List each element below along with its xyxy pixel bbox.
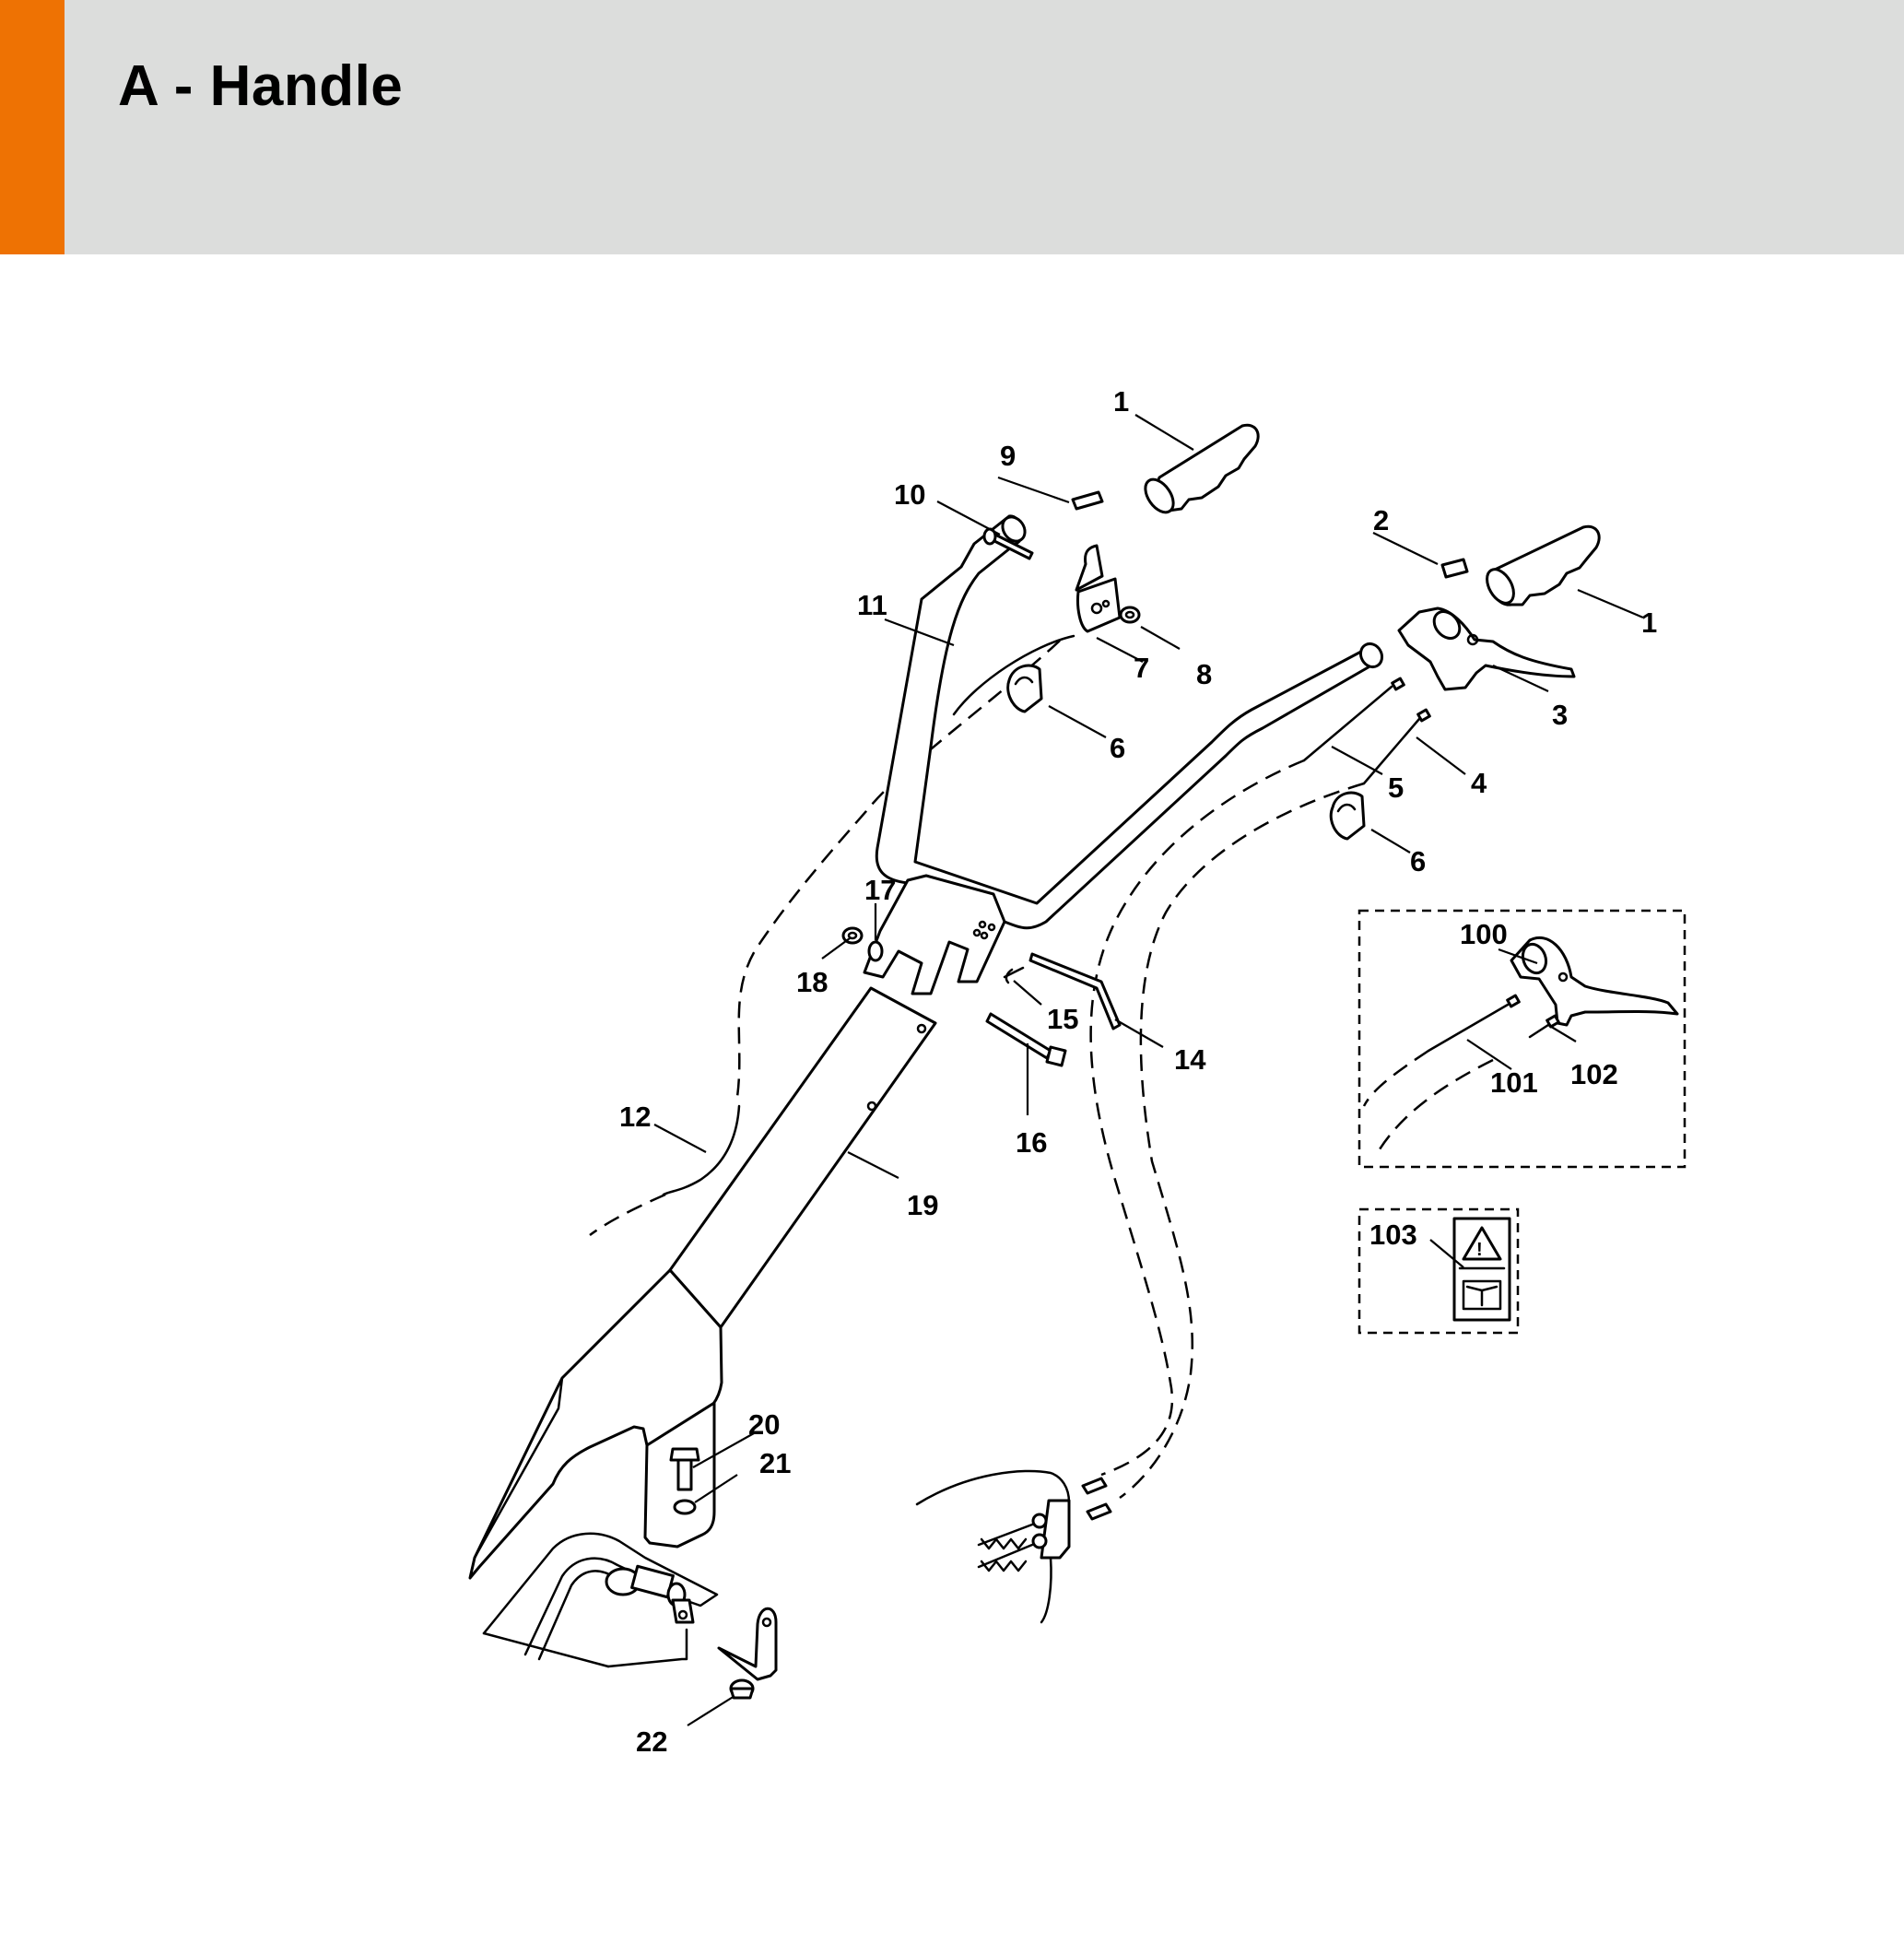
handlebar bbox=[875, 514, 1384, 930]
leader-lines bbox=[653, 414, 1644, 1726]
brake-lever bbox=[1397, 606, 1576, 691]
svg-text:!: ! bbox=[1476, 1240, 1483, 1260]
handle-mount-bracket bbox=[863, 874, 1006, 995]
decal-9 bbox=[1071, 490, 1104, 511]
callout-8: 8 bbox=[1196, 658, 1212, 690]
cable-clip-upper bbox=[1006, 664, 1043, 713]
callout-15: 15 bbox=[1047, 1003, 1078, 1035]
grip-left bbox=[1144, 423, 1260, 514]
callout-102: 102 bbox=[1570, 1058, 1618, 1090]
washer-17 bbox=[867, 940, 884, 962]
callout-18: 18 bbox=[796, 966, 828, 998]
callout-2: 2 bbox=[1373, 504, 1389, 536]
callout-19: 19 bbox=[907, 1189, 938, 1221]
washer-21 bbox=[673, 1499, 697, 1515]
accent-bar bbox=[0, 0, 65, 254]
nut-8 bbox=[1119, 606, 1141, 624]
page-title: A - Handle bbox=[118, 54, 404, 118]
open-book-icon bbox=[1462, 1279, 1502, 1311]
callout-6: 6 bbox=[1110, 732, 1125, 764]
transmission-housing bbox=[482, 1532, 719, 1668]
cable-spring-assembly bbox=[915, 1469, 1112, 1624]
clip-15 bbox=[1003, 966, 1025, 984]
alt-brake-lever bbox=[1510, 936, 1679, 1027]
warning-label-decal: ! bbox=[1452, 1217, 1511, 1322]
callout-21: 21 bbox=[759, 1447, 791, 1479]
cable-4-5 bbox=[1089, 759, 1365, 1500]
lower-handle-tube bbox=[668, 986, 937, 1329]
inset-box-label bbox=[1357, 1207, 1520, 1335]
gear-housing-cover bbox=[468, 1268, 723, 1580]
cable-clip-lower bbox=[1329, 791, 1366, 841]
callout-labels: 1 9 10 11 2 1 3 4 5 7 8 6 6 17 18 15 14 … bbox=[619, 385, 1657, 1758]
callout-7: 7 bbox=[1134, 652, 1149, 684]
bolt-16 bbox=[985, 1012, 1067, 1067]
callout-20: 20 bbox=[748, 1408, 780, 1441]
callout-5: 5 bbox=[1388, 771, 1404, 804]
callout-10: 10 bbox=[894, 478, 925, 511]
callout-17: 17 bbox=[864, 874, 896, 906]
callout-11: 11 bbox=[857, 589, 887, 621]
bolt-10 bbox=[982, 527, 1034, 560]
callout-1b: 1 bbox=[1641, 606, 1657, 639]
cable-12 bbox=[589, 640, 1061, 1237]
callout-22: 22 bbox=[636, 1725, 667, 1758]
decal-2 bbox=[1440, 558, 1469, 579]
callout-101: 101 bbox=[1490, 1066, 1538, 1099]
callout-4: 4 bbox=[1471, 767, 1487, 799]
callout-100: 100 bbox=[1460, 918, 1508, 950]
rod-14 bbox=[1028, 952, 1122, 1030]
callout-6b: 6 bbox=[1410, 845, 1426, 877]
callout-103: 103 bbox=[1369, 1219, 1417, 1251]
callout-14: 14 bbox=[1174, 1043, 1206, 1076]
bolt-20 bbox=[669, 1447, 700, 1491]
warning-triangle-icon: ! bbox=[1462, 1226, 1502, 1261]
angle-bracket bbox=[717, 1607, 778, 1681]
page-header: A - Handle bbox=[0, 0, 1904, 254]
throttle-control bbox=[1075, 544, 1122, 633]
callout-16: 16 bbox=[1016, 1126, 1047, 1159]
alt-cable bbox=[1362, 994, 1560, 1153]
grip-right bbox=[1486, 524, 1601, 606]
callout-9: 9 bbox=[1000, 440, 1016, 472]
callout-1: 1 bbox=[1113, 385, 1129, 418]
throttle-cable-end bbox=[952, 634, 1075, 716]
callout-3: 3 bbox=[1552, 699, 1568, 731]
inset-box-alt-lever bbox=[1357, 909, 1687, 1169]
cable-ends bbox=[1302, 677, 1431, 785]
callout-12: 12 bbox=[619, 1101, 651, 1133]
nut-22 bbox=[729, 1678, 755, 1700]
